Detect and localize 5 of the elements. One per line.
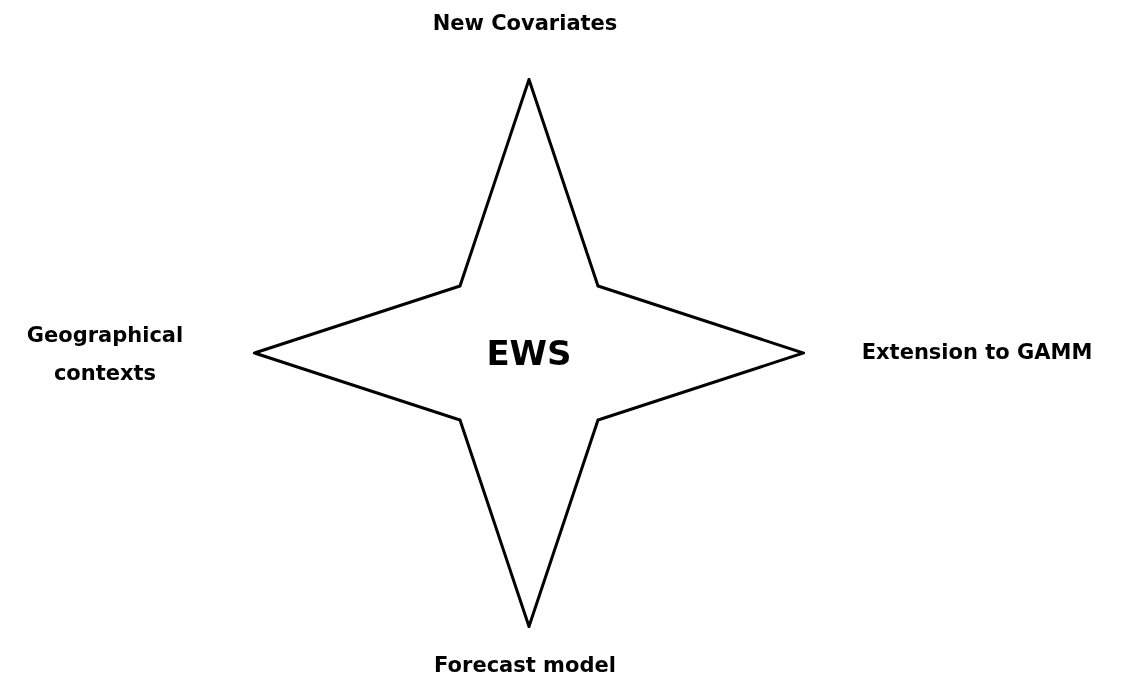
star-label: EWS xyxy=(486,333,572,373)
point-label: Extension to GAMM xyxy=(860,339,1094,366)
point-label: New Covariates xyxy=(431,10,619,37)
point-label: Forecast model xyxy=(433,652,617,679)
point-label: Geographical contexts xyxy=(25,322,185,387)
